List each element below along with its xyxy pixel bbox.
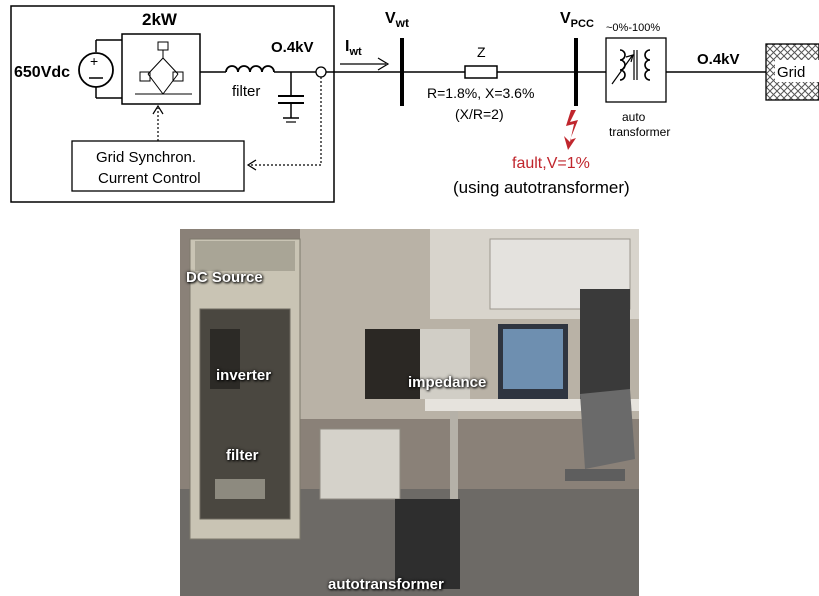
inverter-symbol: [121, 33, 201, 105]
photo-label-dc-source: DC Source: [186, 269, 263, 286]
impedance-ratio: (X/R=2): [455, 106, 504, 122]
impedance-z-label: Z: [477, 44, 486, 60]
autotransformer-symbol: [605, 37, 667, 103]
control-box: [71, 140, 245, 192]
fault-note: (using autotransformer): [453, 178, 630, 197]
photo-label-inverter: inverter: [216, 367, 272, 384]
grid-label: Grid: [777, 64, 805, 81]
photo-label-impedance: impedance: [408, 374, 487, 391]
fault-label: fault,V=1%: [512, 155, 590, 172]
dc-source-label: 650Vdc: [14, 64, 70, 81]
autotransformer-range: ~0%-100%: [606, 22, 660, 34]
vwt-label: Vwt: [385, 10, 409, 30]
inverter-system-box: [10, 5, 335, 203]
control-feedback-path: [250, 77, 322, 166]
autotransformer-label-2: transformer: [609, 125, 670, 139]
grid-voltage-label: O.4kV: [697, 51, 740, 68]
current-label: Iwt: [345, 38, 362, 58]
impedance-symbol: [464, 65, 498, 79]
filter-inductor: [225, 65, 275, 73]
dc-source-symbol: +: [78, 39, 122, 99]
autotransformer-label-1: auto: [622, 110, 646, 124]
photo-label-filter: filter: [226, 447, 259, 464]
lab-setup-photo: DC Source inverter filter impedance auto…: [180, 229, 639, 596]
photo-label-autotransformer: autotransformer: [328, 576, 444, 593]
control-label-1: Grid Synchron.: [96, 149, 196, 166]
impedance-values: R=1.8%, X=3.6%: [427, 85, 534, 101]
circuit-diagram: 2kW 650Vdc + filter O.4kV: [10, 5, 819, 203]
current-arrow: [340, 57, 390, 71]
filter-label: filter: [232, 83, 260, 100]
inverter-voltage-label: O.4kV: [271, 39, 314, 56]
power-rating-label: 2kW: [142, 10, 178, 29]
measurement-point: [315, 66, 327, 78]
svg-text:+: +: [90, 53, 98, 69]
filter-capacitor: [278, 72, 304, 123]
vpcc-label: VPCC: [560, 10, 594, 30]
control-label-2: Current Control: [98, 170, 201, 187]
fault-bolt-icon: [564, 110, 578, 150]
